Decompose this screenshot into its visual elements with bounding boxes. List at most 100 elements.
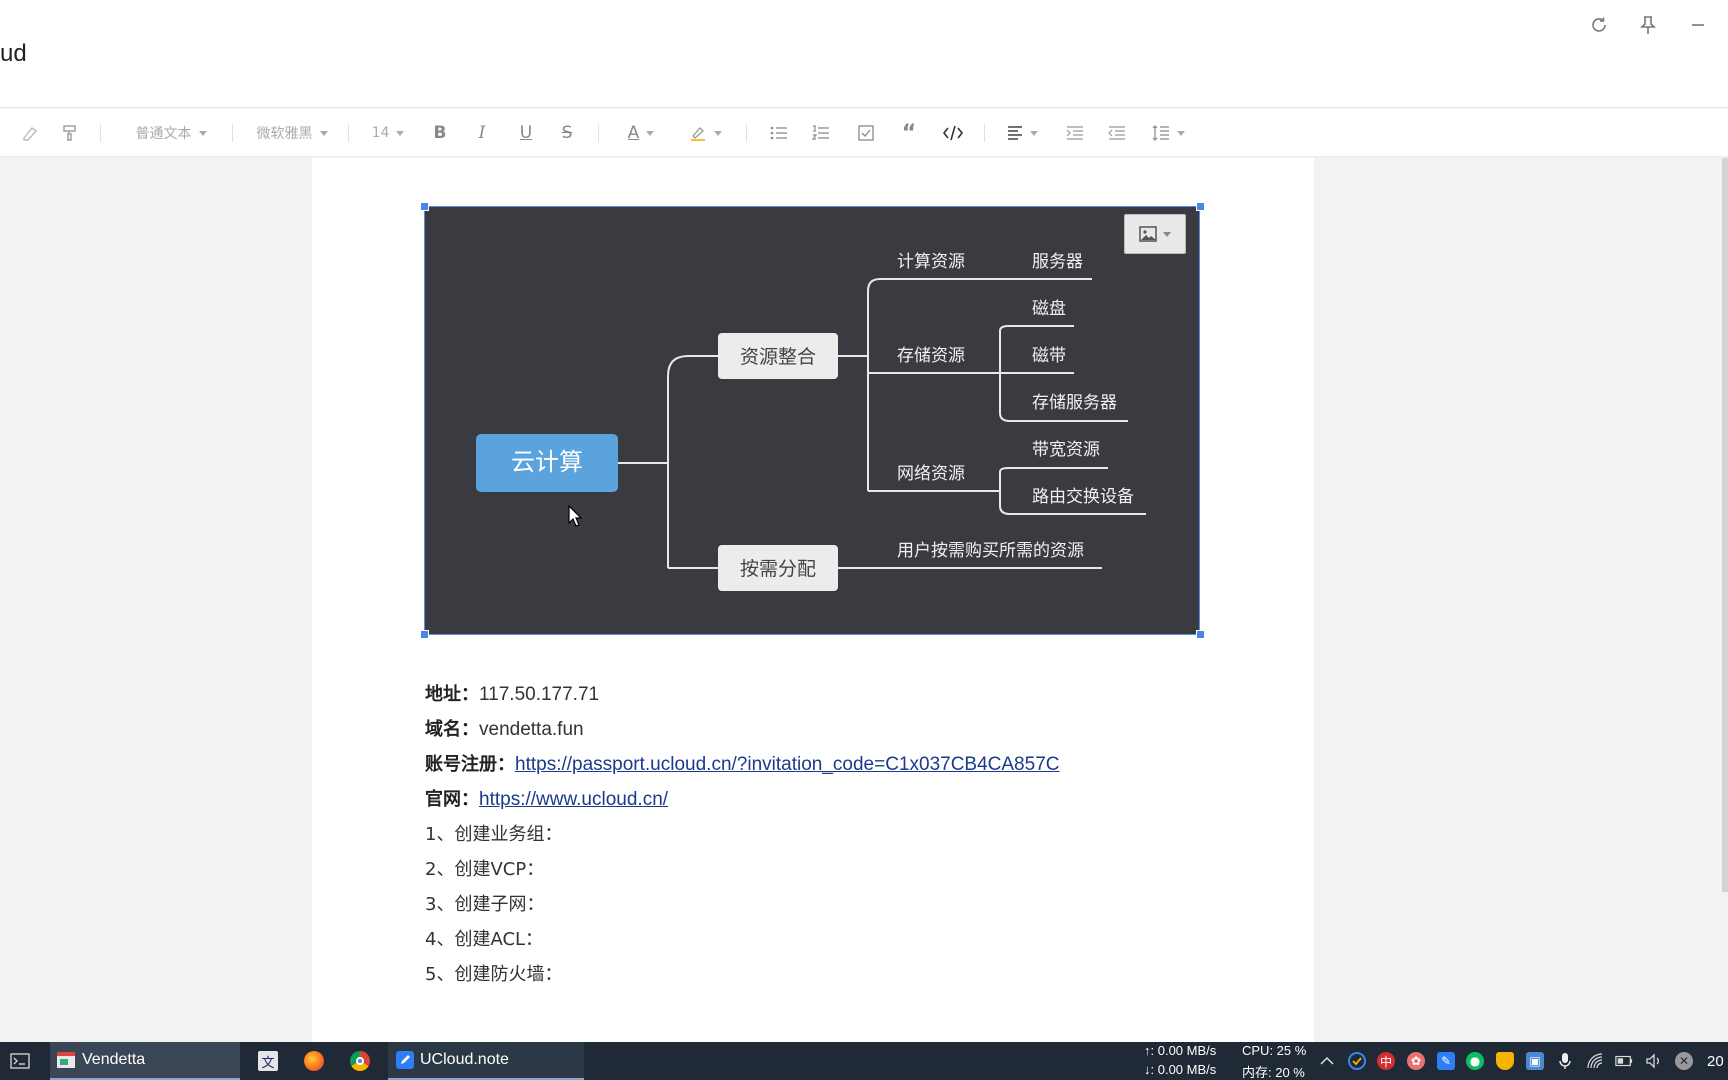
toolbar-divider bbox=[100, 124, 101, 142]
toolbar-divider bbox=[598, 124, 599, 142]
paragraph-style-label: 普通文本 bbox=[135, 126, 192, 142]
numbered-list-icon[interactable] bbox=[810, 119, 832, 147]
mindmap-leaf-label: 存储资源 bbox=[897, 346, 965, 366]
step-text: 3、创建子网： bbox=[425, 894, 545, 915]
close-icon[interactable]: ✕ bbox=[1675, 1052, 1693, 1070]
toolbar-divider bbox=[348, 124, 349, 142]
signup-label: 账号注册： bbox=[425, 754, 515, 775]
italic-icon[interactable]: I bbox=[478, 123, 486, 143]
mouse-cursor-icon bbox=[568, 505, 582, 527]
font-family-dropdown[interactable]: 微软雅黑 bbox=[252, 119, 332, 147]
align-dropdown[interactable] bbox=[1004, 119, 1040, 147]
wechat-icon[interactable]: ● bbox=[1466, 1052, 1484, 1070]
bullet-list-icon[interactable] bbox=[768, 119, 790, 147]
window-icon bbox=[57, 1052, 75, 1068]
bold-icon[interactable]: B bbox=[433, 123, 447, 143]
resize-handle[interactable] bbox=[420, 202, 429, 211]
clock: 20 bbox=[1707, 1053, 1724, 1070]
cpu-usage: CPU: 25 % bbox=[1242, 1043, 1307, 1058]
address-value: 117.50.177.71 bbox=[479, 684, 600, 705]
mindmap-branch-label: 按需分配 bbox=[740, 558, 816, 580]
shield-icon[interactable] bbox=[1496, 1052, 1514, 1070]
terminal-icon[interactable] bbox=[0, 1042, 40, 1080]
code-icon[interactable] bbox=[940, 119, 966, 147]
volume-icon[interactable] bbox=[1645, 1052, 1663, 1070]
microphone-icon[interactable] bbox=[1556, 1052, 1574, 1070]
toolbar-divider bbox=[984, 124, 985, 142]
check-icon[interactable] bbox=[1348, 1052, 1366, 1070]
translate-icon[interactable]: 文 bbox=[256, 1042, 280, 1080]
step-text: 4、创建ACL： bbox=[425, 929, 544, 950]
step-text: 2、创建VCP： bbox=[425, 859, 545, 880]
title-bar: ud bbox=[0, 0, 1728, 108]
taskbar-app-vendetta[interactable]: Vendetta bbox=[50, 1042, 240, 1080]
format-painter-icon[interactable] bbox=[58, 119, 82, 147]
mindmap-leaf-label: 用户按需购买所需的资源 bbox=[897, 541, 1084, 561]
chevron-down-icon bbox=[713, 130, 722, 136]
paragraph-style-dropdown[interactable]: 普通文本 bbox=[130, 119, 212, 147]
resize-handle[interactable] bbox=[1196, 630, 1205, 639]
image-icon[interactable]: ▣ bbox=[1526, 1052, 1544, 1070]
chevron-down-icon bbox=[1176, 130, 1185, 136]
checklist-icon[interactable] bbox=[855, 119, 877, 147]
step-line: 4、创建ACL： bbox=[425, 925, 543, 951]
refresh-icon[interactable] bbox=[1586, 12, 1612, 38]
resize-handle[interactable] bbox=[420, 630, 429, 639]
flower-icon[interactable]: ✿ bbox=[1407, 1052, 1425, 1070]
toolbar-divider bbox=[746, 124, 747, 142]
download-speed: ↓: 0.00 MB/s bbox=[1144, 1062, 1217, 1077]
quote-icon[interactable]: “ bbox=[901, 120, 917, 146]
chrome-icon[interactable] bbox=[348, 1042, 372, 1080]
vertical-scrollbar[interactable] bbox=[1722, 158, 1728, 892]
chevron-down-icon bbox=[646, 130, 655, 136]
chevron-down-icon bbox=[396, 130, 405, 136]
formatting-toolbar: 普通文本 微软雅黑 14 B I U S A “ bbox=[0, 109, 1728, 157]
eraser-icon[interactable] bbox=[18, 119, 42, 147]
line-height-icon bbox=[1152, 125, 1169, 141]
font-color-button[interactable]: A bbox=[620, 119, 662, 147]
note-app-icon[interactable]: ✎ bbox=[1437, 1052, 1455, 1070]
mindmap-branch-label: 资源整合 bbox=[740, 346, 816, 368]
chevron-up-icon[interactable] bbox=[1318, 1052, 1336, 1070]
address-line: 地址：117.50.177.71 bbox=[425, 680, 599, 706]
font-size-dropdown[interactable]: 14 bbox=[370, 119, 406, 147]
font-family-label: 微软雅黑 bbox=[256, 126, 313, 142]
pin-icon[interactable] bbox=[1635, 12, 1661, 38]
taskbar: Vendetta 文 UCloud.note ↑: 0.00 MB/s ↓: 0… bbox=[0, 1042, 1728, 1080]
underline-icon[interactable]: U bbox=[519, 123, 533, 143]
mindmap-leaf-label: 磁盘 bbox=[1032, 299, 1066, 319]
mindmap-root-label: 云计算 bbox=[511, 448, 583, 476]
mindmap-leaf-label: 路由交换设备 bbox=[1032, 487, 1134, 507]
font-size-label: 14 bbox=[371, 125, 390, 141]
mindmap-leaf-label: 磁带 bbox=[1032, 346, 1066, 366]
website-link[interactable]: https://www.ucloud.cn/ bbox=[479, 789, 669, 810]
wifi-icon[interactable] bbox=[1586, 1052, 1604, 1070]
website-line: 官网：https://www.ucloud.cn/ bbox=[425, 785, 668, 811]
indent-icon[interactable] bbox=[1064, 119, 1086, 147]
taskbar-app-ucloud-note[interactable]: UCloud.note bbox=[388, 1042, 584, 1080]
mindmap-leaf-label: 计算资源 bbox=[897, 252, 965, 272]
image-options-button[interactable] bbox=[1124, 214, 1186, 254]
resize-handle[interactable] bbox=[1196, 202, 1205, 211]
ime-icon[interactable]: 中 bbox=[1377, 1052, 1395, 1070]
address-label: 地址： bbox=[425, 684, 479, 705]
step-text: 5、创建防火墙： bbox=[425, 964, 563, 985]
battery-icon[interactable] bbox=[1615, 1052, 1633, 1070]
strikethrough-icon[interactable]: S bbox=[561, 123, 573, 143]
domain-label: 域名： bbox=[425, 719, 479, 740]
firefox-icon[interactable] bbox=[302, 1042, 326, 1080]
signup-line: 账号注册：https://passport.ucloud.cn/?invitat… bbox=[425, 750, 1059, 776]
step-line: 5、创建防火墙： bbox=[425, 960, 562, 986]
line-height-dropdown[interactable] bbox=[1148, 119, 1188, 147]
signup-link[interactable]: https://passport.ucloud.cn/?invitation_c… bbox=[515, 754, 1060, 775]
mindmap-leaf-label: 服务器 bbox=[1032, 252, 1083, 272]
minimize-icon[interactable] bbox=[1685, 12, 1711, 38]
chevron-down-icon bbox=[1029, 130, 1038, 136]
highlight-color-button[interactable] bbox=[684, 119, 726, 147]
chevron-down-icon bbox=[198, 130, 207, 136]
outdent-icon[interactable] bbox=[1106, 119, 1128, 147]
image-icon bbox=[1139, 226, 1157, 242]
font-color-icon: A bbox=[627, 123, 640, 143]
mindmap-leaf-label: 存储服务器 bbox=[1032, 393, 1117, 413]
mindmap-branch-node bbox=[718, 333, 838, 379]
